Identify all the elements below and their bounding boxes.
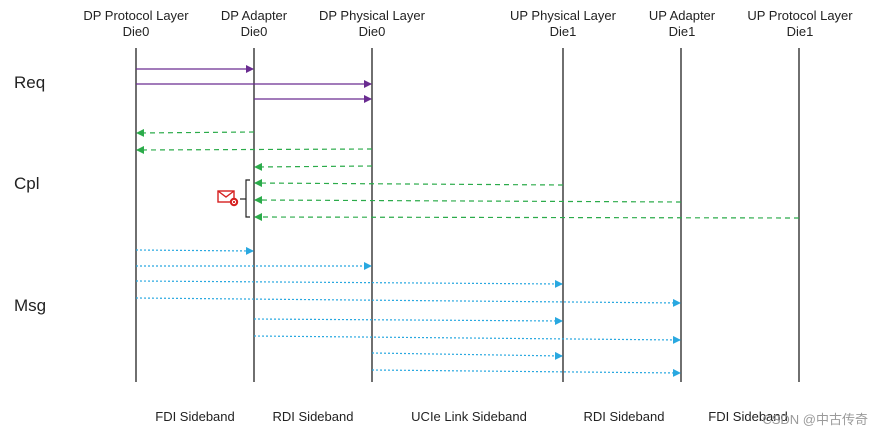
row-label-req: Req <box>14 73 46 92</box>
cpl-arrow <box>254 162 373 171</box>
msg-arrow <box>371 368 681 377</box>
interface-label-fdi-left: FDI Sideband <box>155 409 235 424</box>
cpl-group-bracket <box>245 179 250 218</box>
row-label-msg: Msg <box>14 296 47 315</box>
cpl-arrow <box>136 145 373 154</box>
cpl-arrow <box>254 179 564 188</box>
msg-arrows <box>135 246 681 377</box>
interface-label-rdi-right: RDI Sideband <box>583 409 665 424</box>
cpl-arrow <box>254 213 800 222</box>
msg-arrow <box>135 297 681 307</box>
msg-arrow <box>253 335 681 344</box>
msg-arrow <box>371 351 563 360</box>
interface-label-rdi-left: RDI Sideband <box>272 409 354 424</box>
cpl-arrow <box>254 196 682 205</box>
cpl-arrows <box>136 128 800 222</box>
mail-at-icon <box>217 190 239 207</box>
msg-arrow <box>135 246 254 255</box>
lifelines <box>135 48 800 382</box>
req-arrows <box>136 65 372 103</box>
msg-arrow <box>253 316 563 325</box>
interface-label-fdi-right: FDI Sideband <box>708 409 788 424</box>
cpl-arrow <box>136 128 255 137</box>
row-label-cpl: Cpl <box>14 174 40 193</box>
interface-label-ucie-link: UCIe Link Sideband <box>411 409 527 424</box>
msg-arrow <box>135 279 563 288</box>
watermark: CSDN @中古传奇 <box>762 412 868 427</box>
